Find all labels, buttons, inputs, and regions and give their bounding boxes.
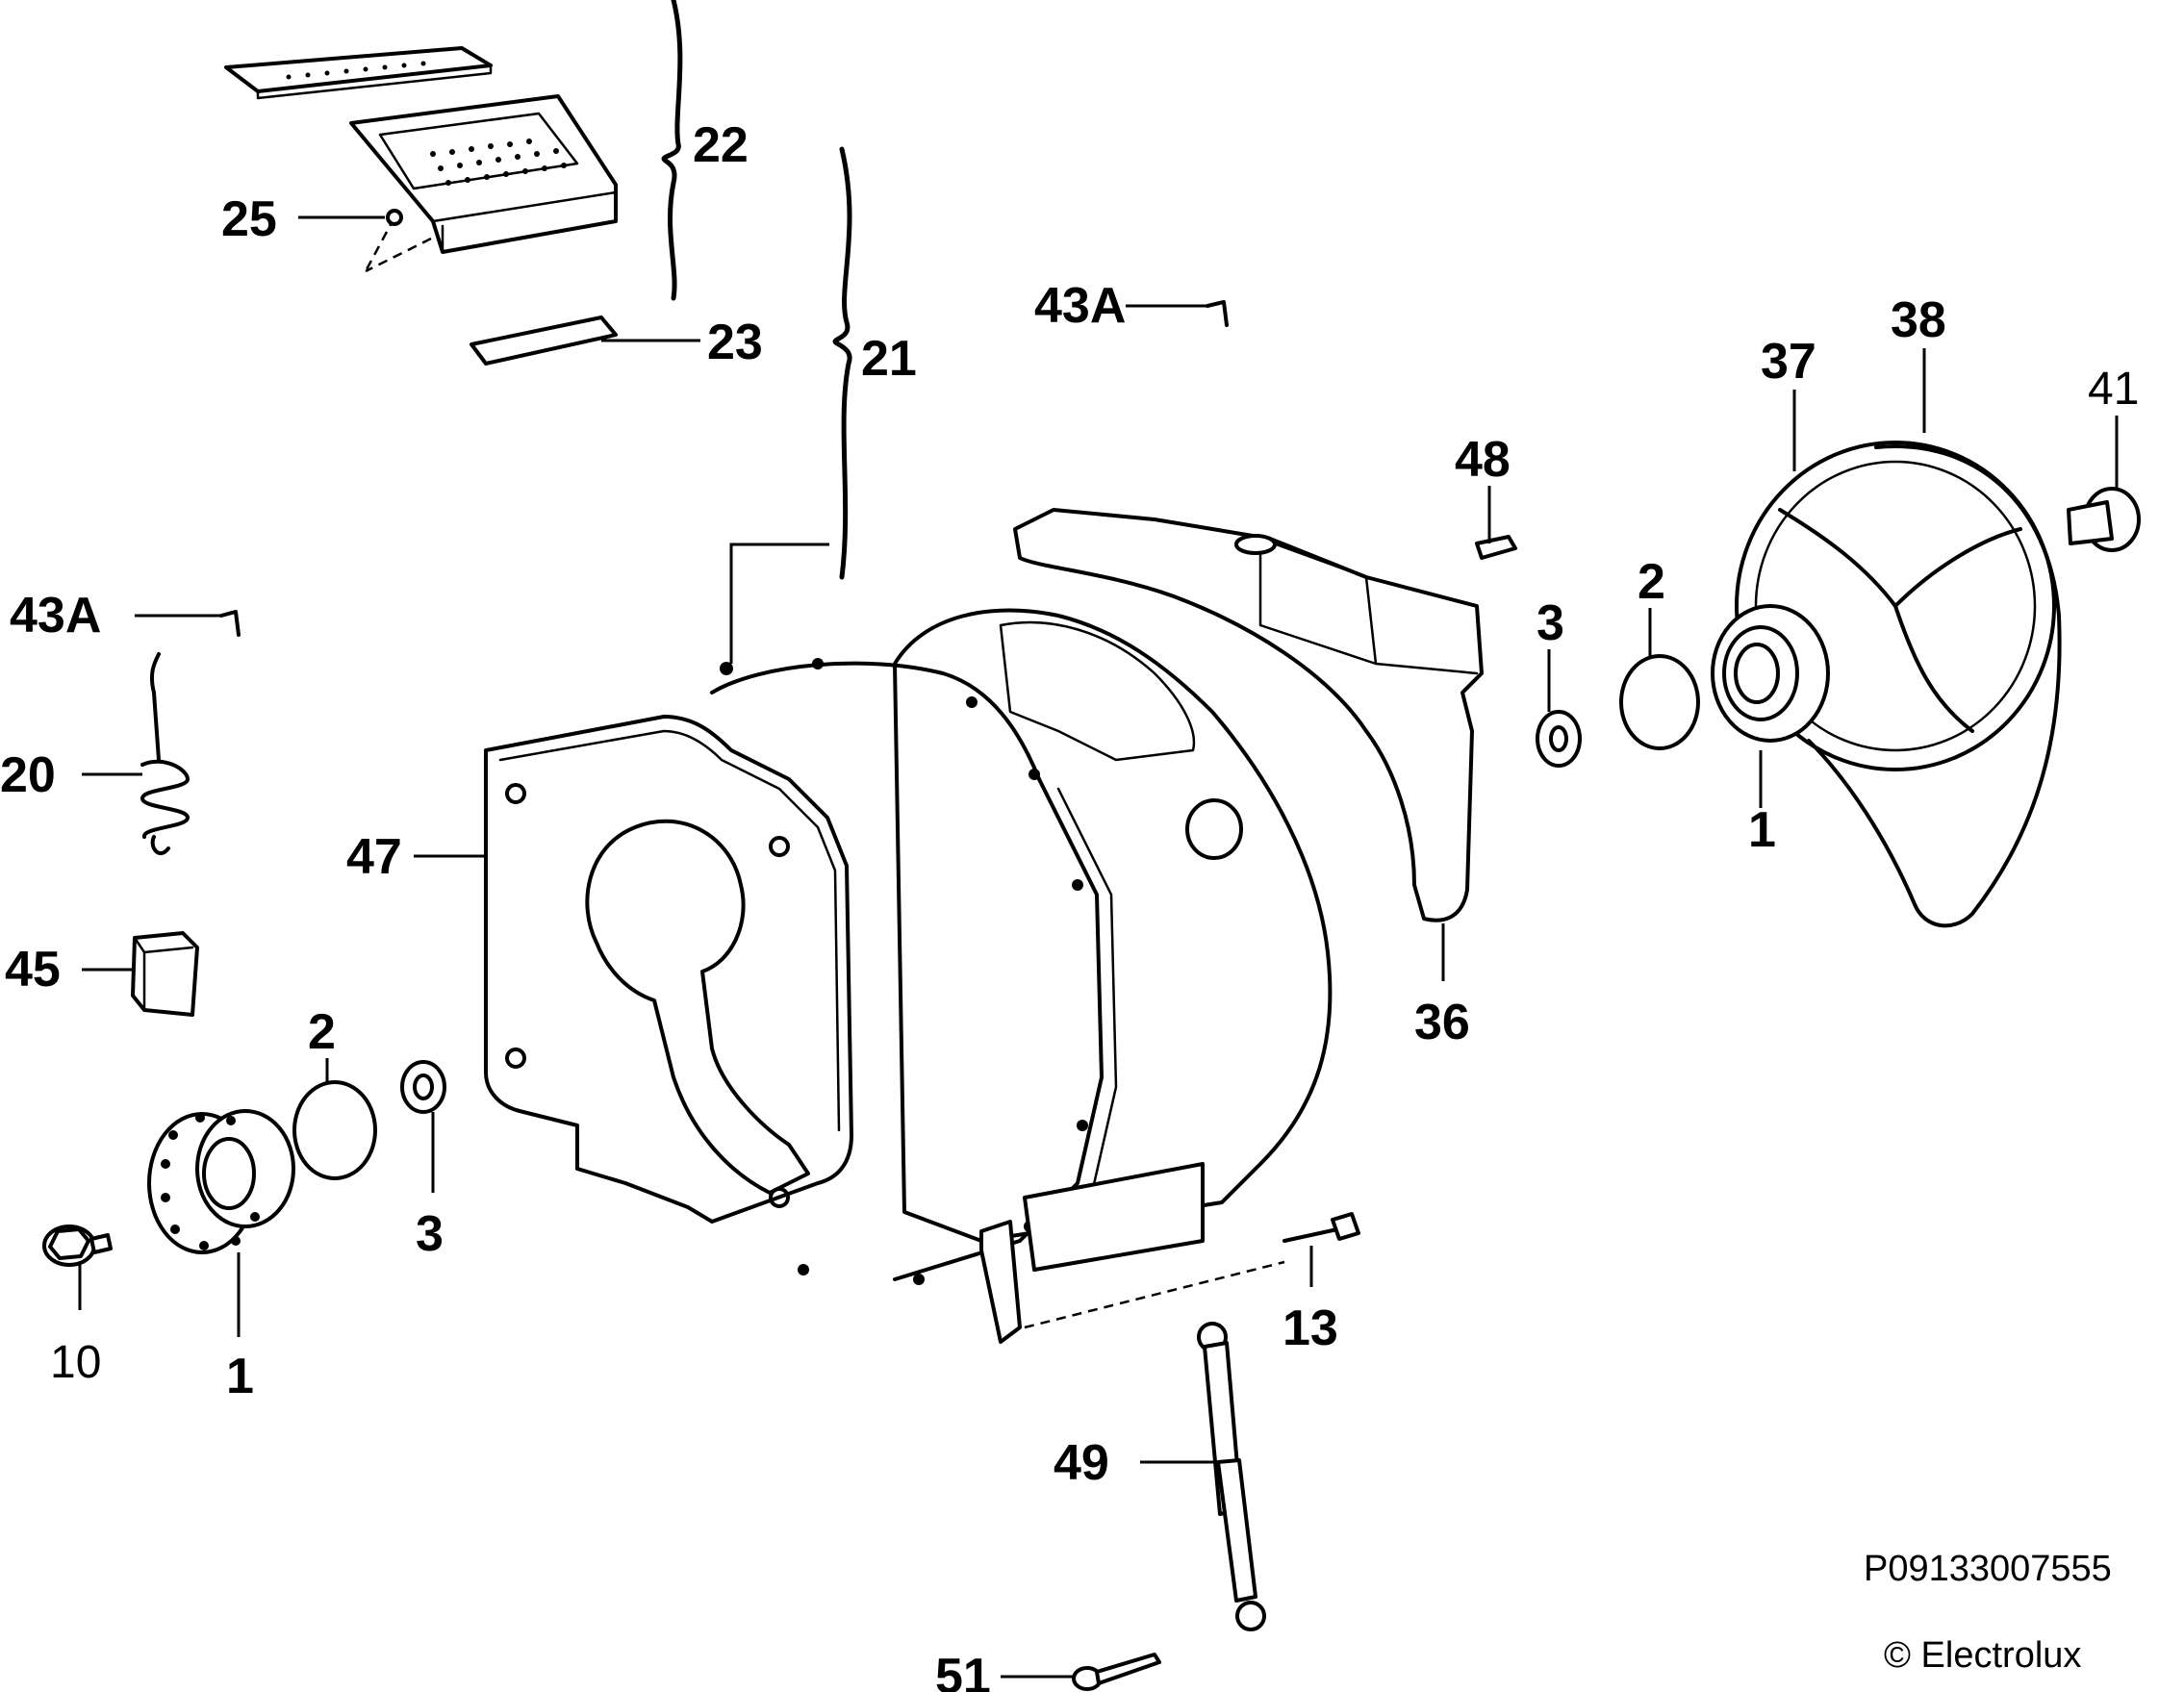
part-38-belt [1807,444,2062,928]
label-45: 45 [5,942,61,998]
label-13: 13 [1282,1301,1338,1356]
label-51: 51 [935,1649,991,1692]
part-43A-left-clip [219,610,241,637]
part-20-spring [140,652,190,855]
label-48: 48 [1455,432,1511,488]
label-2-right: 2 [1638,554,1665,610]
part-3-right-washer [1536,710,1582,768]
label-20: 20 [0,747,56,803]
label-43A-left: 43A [10,588,101,644]
label-10: 10 [50,1337,101,1388]
part-36-bracket [1013,508,1484,922]
label-41: 41 [2088,364,2139,415]
part-labels: 22 25 23 21 43A 43A 48 38 37 41 3 2 1 20… [0,117,2139,1692]
label-36: 36 [1414,995,1470,1050]
part-47-tub-assembly [484,608,1333,1344]
part-51-pin [1072,1653,1161,1691]
part-1-left-bearing-housing [147,1109,295,1254]
leader-lines [78,215,2119,1679]
part-23-strip [470,316,618,366]
label-25: 25 [221,191,277,247]
label-22: 22 [693,117,749,173]
label-23: 23 [707,315,763,370]
part-2-right-seal [1619,654,1700,750]
part-37-pulley [1711,441,2056,771]
diagram-code: P09133007555 [1864,1549,2112,1589]
part-3-left-washer [400,1060,446,1114]
part-45-block [131,931,199,1017]
part-10-nut [42,1225,113,1267]
part-43A-top-clip [1206,300,1229,327]
part-45-block-face [133,936,194,1012]
label-1-left: 1 [226,1349,254,1404]
label-47: 47 [346,829,402,885]
label-3-right: 3 [1536,595,1564,651]
part-13-screw [1282,1212,1360,1243]
label-37: 37 [1761,334,1816,390]
part-2-left-seal [292,1080,377,1180]
label-2-left: 2 [308,1004,336,1060]
label-43A-top: 43A [1034,278,1126,334]
label-21: 21 [861,331,917,387]
part-25-screw [386,209,403,226]
label-49: 49 [1054,1435,1109,1491]
label-1-right: 1 [1748,802,1776,858]
copyright-notice: © Electrolux [1884,1635,2081,1676]
label-3-left: 3 [416,1206,444,1262]
part-48-clip [1475,535,1517,560]
brace-22 [661,0,683,301]
part-49-shock-absorber [1197,1322,1266,1631]
label-38: 38 [1891,292,1946,348]
part-22-filter-lid [224,46,618,273]
part-41-bolt [2067,487,2141,552]
brace-21 [832,146,852,580]
